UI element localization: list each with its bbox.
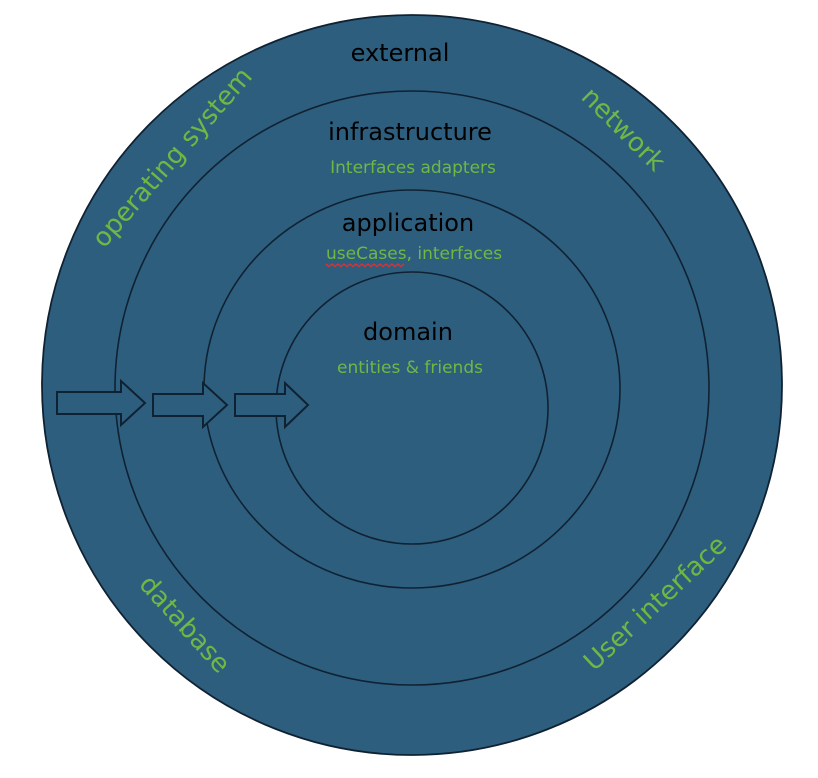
layer-title-infrastructure: infrastructure (328, 118, 492, 146)
layer-title-domain: domain (363, 318, 453, 346)
layer-subtitle-infrastructure: Interfaces adapters (330, 158, 496, 178)
arrow-right-icon (152, 380, 229, 430)
layer-title-external: external (351, 39, 450, 67)
subtitle-remainder: , interfaces (407, 244, 503, 264)
arrow-right-icon (234, 380, 310, 430)
layer-title-application: application (342, 209, 474, 237)
misspelled-word: useCases (326, 244, 407, 264)
layer-subtitle-application: useCases, interfaces (326, 244, 502, 264)
spellcheck-underline (325, 263, 405, 268)
arrow-right-icon (56, 378, 147, 428)
layer-domain (275, 271, 549, 545)
layer-subtitle-domain: entities & friends (337, 358, 483, 378)
